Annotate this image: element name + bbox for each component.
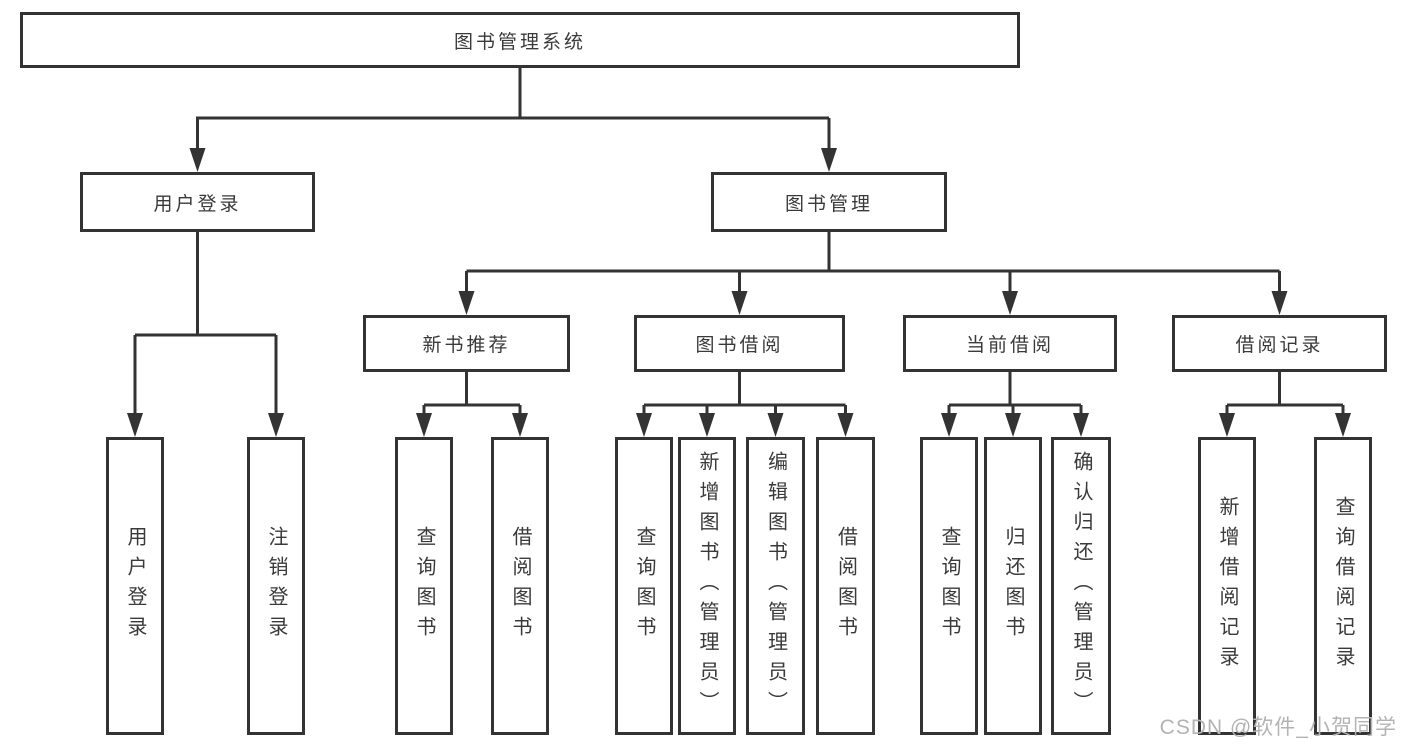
leaf-confirm-return-admin: 确认归还（管理员） bbox=[1051, 437, 1111, 735]
connector-current-to-leaves bbox=[941, 372, 1089, 437]
watermark-text: CSDN @软件_小贺同学 bbox=[1159, 716, 1397, 739]
leaf-label: 新增借阅记录 bbox=[1216, 496, 1238, 676]
leaf-add-books-admin: 新增图书（管理员） bbox=[678, 437, 736, 735]
leaf-label: 借阅图书 bbox=[509, 526, 531, 646]
leaf-label: 注销登录 bbox=[265, 526, 287, 646]
leaf-label: 查询图书 bbox=[413, 526, 435, 646]
node-book-borrowing: 图书借阅 bbox=[634, 315, 845, 372]
leaf-label: 借阅图书 bbox=[834, 526, 857, 646]
leaf-label: 用户登录 bbox=[124, 526, 146, 646]
leaf-return-books: 归还图书 bbox=[984, 437, 1042, 735]
leaf-add-borrow-record: 新增借阅记录 bbox=[1198, 437, 1256, 735]
node-user-login: 用户登录 bbox=[80, 172, 315, 232]
leaf-label: 归还图书 bbox=[1002, 526, 1024, 646]
connector-user-login-to-leaves bbox=[127, 232, 284, 437]
node-label: 借阅记录 bbox=[1235, 335, 1324, 356]
node-label: 当前借阅 bbox=[965, 335, 1054, 356]
leaf-query-borrow-record: 查询借阅记录 bbox=[1314, 437, 1372, 735]
connector-records-to-leaves bbox=[1219, 372, 1351, 437]
leaf-label: 查询图书 bbox=[633, 526, 655, 646]
node-borrowing-records: 借阅记录 bbox=[1172, 315, 1387, 372]
node-library-system: 图书管理系统 bbox=[20, 12, 1020, 68]
leaf-user-login: 用户登录 bbox=[106, 437, 164, 735]
leaf-borrow-books-borrowing: 借阅图书 bbox=[816, 437, 875, 735]
leaf-logout: 注销登录 bbox=[247, 437, 305, 735]
node-label: 新书推荐 bbox=[422, 335, 511, 356]
node-current-borrowing: 当前借阅 bbox=[903, 315, 1117, 372]
connector-book-management-to-level3 bbox=[458, 232, 1288, 315]
node-label: 图书借阅 bbox=[695, 335, 784, 356]
node-label: 用户登录 bbox=[153, 193, 242, 215]
leaf-query-books-borrowing: 查询图书 bbox=[615, 437, 673, 735]
leaf-label: 查询借阅记录 bbox=[1332, 496, 1354, 676]
leaf-edit-books-admin: 编辑图书（管理员） bbox=[746, 437, 805, 735]
leaf-label: 确认归还（管理员） bbox=[1070, 451, 1092, 721]
leaf-query-books-current: 查询图书 bbox=[920, 437, 978, 735]
leaf-label: 新增图书（管理员） bbox=[696, 451, 718, 721]
connector-borrowing-to-leaves bbox=[636, 372, 854, 437]
node-label: 图书管理 bbox=[784, 193, 873, 215]
leaf-label: 查询图书 bbox=[938, 526, 960, 646]
node-label: 图书管理系统 bbox=[453, 31, 586, 53]
leaf-borrow-books-recommend: 借阅图书 bbox=[491, 437, 549, 735]
leaf-label: 编辑图书（管理员） bbox=[764, 451, 787, 721]
node-book-management: 图书管理 bbox=[711, 172, 947, 232]
connector-root-to-level2 bbox=[189, 68, 837, 172]
connector-recommendation-to-leaves bbox=[416, 372, 528, 437]
leaf-query-books-recommend: 查询图书 bbox=[395, 437, 453, 735]
node-new-book-recommendation: 新书推荐 bbox=[363, 315, 570, 372]
